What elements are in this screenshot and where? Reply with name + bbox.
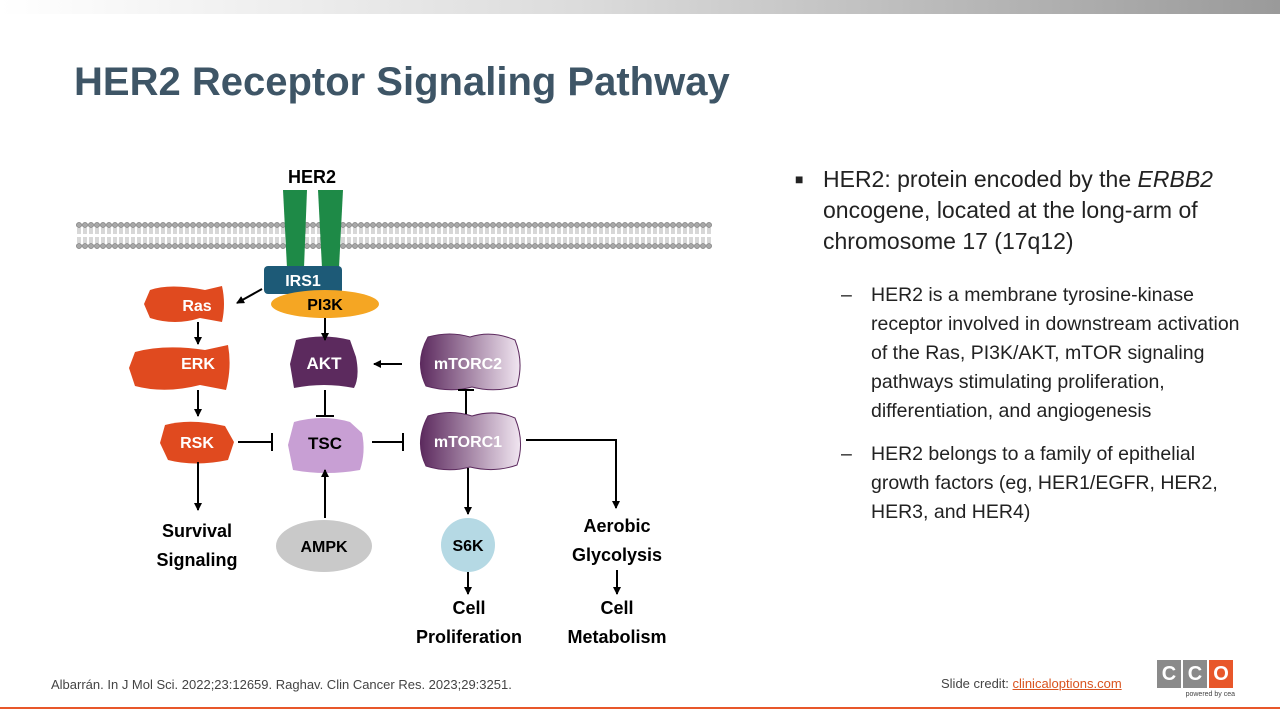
gene-name-erbb2: ERBB2 — [1137, 166, 1213, 192]
s6k-label: S6K — [452, 538, 484, 555]
ras-label: Ras — [182, 298, 211, 315]
arrow-irs1-to-ras — [236, 288, 263, 304]
slide-credit: Slide credit: clinicaloptions.com — [941, 676, 1122, 691]
bullet-list: ■ HER2: protein encoded by the ERBB2 onc… — [795, 164, 1245, 527]
square-bullet-icon: ■ — [795, 171, 804, 187]
arrow-mtorc1-to-glycolysis — [526, 439, 620, 509]
survival-label-2: Signaling — [157, 550, 238, 570]
erk-node — [129, 345, 230, 390]
cell-metabolism-label-1: Cell — [600, 598, 633, 618]
rsk-label: RSK — [180, 435, 214, 452]
mtorc2-label: mTORC2 — [434, 356, 502, 373]
bullet-her2-family: – HER2 belongs to a family of epithelial… — [795, 440, 1245, 527]
akt-label: AKT — [307, 354, 343, 373]
irs1-node — [264, 266, 342, 294]
pi3k-label: PI3K — [307, 297, 343, 314]
logo-letter-c1: C — [1157, 660, 1181, 688]
tsc-label: TSC — [308, 434, 342, 453]
dash-bullet-icon: – — [841, 284, 852, 306]
bullet-her2-definition: ■ HER2: protein encoded by the ERBB2 onc… — [795, 166, 1213, 254]
clinicaloptions-link[interactable]: clinicaloptions.com — [1012, 676, 1122, 691]
aerobic-label-1: Aerobic — [583, 516, 650, 536]
mtorc1-node — [420, 412, 521, 471]
cell-proliferation-label-1: Cell — [452, 598, 485, 618]
bullet-her2-receptor: – HER2 is a membrane tyrosine-kinase rec… — [795, 281, 1245, 426]
logo-letter-o: O — [1209, 660, 1233, 688]
mtorc2-node — [420, 333, 521, 391]
erk-label: ERK — [181, 356, 215, 373]
akt-node — [290, 336, 358, 388]
logo-tagline: powered by cea — [1185, 691, 1235, 698]
logo-letter-c2: C — [1183, 660, 1207, 688]
aerobic-label-2: Glycolysis — [572, 545, 662, 565]
cell-membrane — [76, 222, 712, 249]
pi3k-node — [271, 290, 379, 318]
survival-label-1: Survival — [162, 521, 232, 541]
cco-logo: C C O powered by cea — [1157, 660, 1235, 704]
bottom-accent-line — [0, 707, 1280, 709]
mtorc1-label: mTORC1 — [434, 434, 502, 451]
rsk-node — [160, 421, 234, 464]
ras-node — [144, 286, 224, 322]
s6k-node — [441, 518, 495, 572]
her2-receptor-right — [318, 190, 343, 268]
cell-proliferation-label-2: Proliferation — [416, 627, 522, 647]
slide-title: HER2 Receptor Signaling Pathway — [74, 60, 730, 104]
cell-metabolism-label-2: Metabolism — [567, 627, 666, 647]
tsc-node — [288, 418, 364, 473]
ampk-label: AMPK — [300, 539, 348, 556]
references: Albarrán. In J Mol Sci. 2022;23:12659. R… — [51, 677, 512, 692]
her2-receptor-left — [283, 190, 307, 268]
dash-bullet-icon: – — [841, 443, 852, 465]
top-gradient-bar — [0, 0, 1280, 14]
her2-receptor-label: HER2 — [288, 167, 336, 187]
irs1-label: IRS1 — [285, 273, 321, 290]
ampk-node — [276, 520, 372, 572]
